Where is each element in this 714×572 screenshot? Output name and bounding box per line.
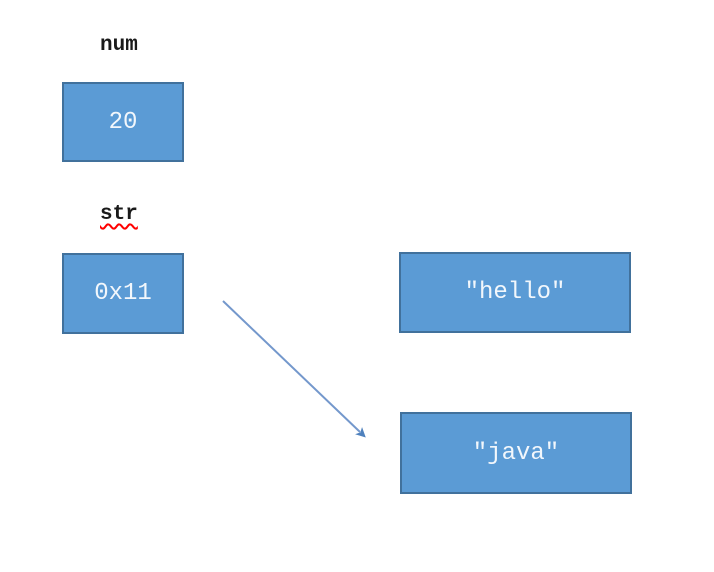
heap-object-text-hello: ″hello″	[464, 279, 566, 306]
variable-value-num: 20	[108, 108, 138, 136]
variable-value-str: 0x11	[94, 280, 152, 307]
variable-box-str: 0x11	[62, 253, 184, 334]
heap-object-text-java: ″java″	[472, 439, 560, 467]
variable-label-str: str	[100, 203, 138, 226]
variable-label-num: num	[100, 34, 138, 57]
heap-object-box-java: ″java″	[400, 412, 632, 494]
variable-box-num: 20	[62, 82, 184, 162]
heap-object-box-hello: ″hello″	[399, 252, 631, 333]
